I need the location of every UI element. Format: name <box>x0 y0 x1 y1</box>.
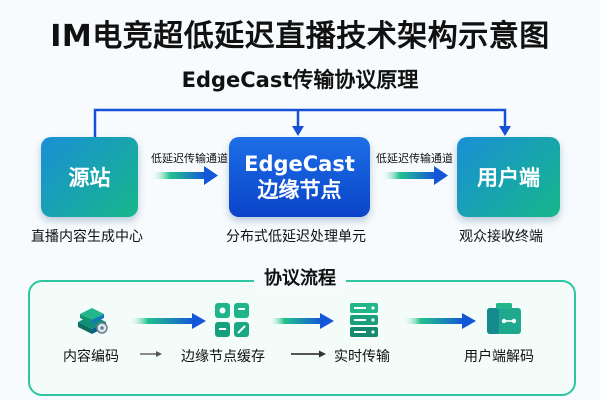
channel-arrow-2-head <box>434 166 448 185</box>
edgecast-caption: 分布式低延迟处理单元 <box>226 229 366 245</box>
source-node-label: 源站 <box>68 166 111 190</box>
small-arrow-1 <box>140 351 162 357</box>
small-arrow-2 <box>291 350 326 358</box>
decoder-device-icon <box>487 303 521 334</box>
step-label-realtime: 实时传输 <box>334 349 390 365</box>
user-node-label: 用户端 <box>477 166 540 190</box>
channel-arrow-1-head <box>204 166 218 185</box>
top-connector-head-edge <box>292 126 304 136</box>
edgecast-node: EdgeCast 边缘节点 <box>229 137 370 217</box>
user-caption: 观众接收终端 <box>459 229 543 245</box>
channel-arrow-1-shaft <box>150 172 206 179</box>
cube-layers-icon <box>78 308 108 334</box>
channel-label-2: 低延迟传输通道 <box>376 152 453 165</box>
top-connector-head-user <box>499 126 511 136</box>
grid-tiles-icon <box>215 303 249 337</box>
edgecast-node-label-line2: 边缘节点 <box>257 178 342 202</box>
step-label-edge-cache: 边缘节点缓存 <box>181 349 265 365</box>
page-subtitle: EdgeCast传输协议原理 <box>181 68 419 92</box>
step-label-decode: 用户端解码 <box>464 349 534 365</box>
channel-arrow-2-shaft <box>380 172 436 179</box>
source-node: 源站 <box>41 137 138 217</box>
flow-arrow-2 <box>268 313 334 329</box>
step-label-encode: 内容编码 <box>63 349 119 365</box>
page-title: IM电竞超低延迟直播技术架构示意图 <box>50 19 550 54</box>
flow-arrow-1 <box>128 313 206 329</box>
protocol-flow-title-wrap: 协议流程 <box>0 264 600 290</box>
source-caption: 直播内容生成中心 <box>31 229 143 245</box>
server-stack-icon <box>350 303 378 337</box>
top-connector-line <box>93 108 507 137</box>
edgecast-node-label-line1: EdgeCast <box>244 152 355 176</box>
protocol-flow-title: 协议流程 <box>254 268 346 289</box>
user-node: 用户端 <box>457 137 560 217</box>
channel-label-1: 低延迟传输通道 <box>151 152 228 165</box>
protocol-flow-panel <box>28 280 576 396</box>
flow-arrow-3 <box>402 313 476 329</box>
